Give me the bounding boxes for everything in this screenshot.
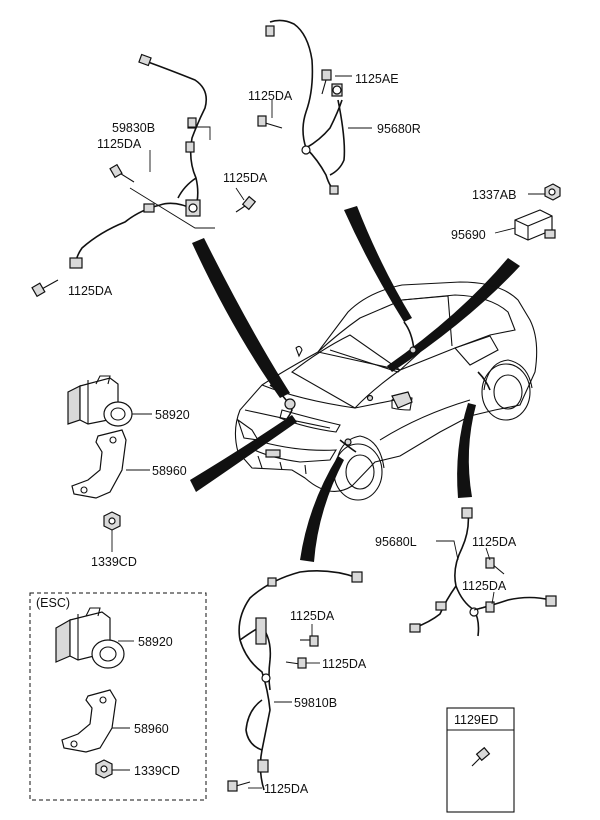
bracket-58960-b [61, 689, 130, 753]
label-1125AE: 1125AE [355, 72, 399, 86]
bolt-1125DA-a [109, 163, 135, 183]
bolt-1125DA-i [227, 780, 251, 792]
yaw-sensor-95690 [494, 183, 561, 241]
harness-59810B [227, 570, 363, 792]
bolt-1125AE [321, 69, 332, 95]
nut-1339CD-a [103, 511, 121, 552]
callout-bands [190, 206, 520, 562]
band-yaw-sensor [387, 258, 520, 372]
bolt-1125DA-e [485, 557, 505, 575]
label-95690: 95690 [451, 228, 486, 242]
part-labels: 59830B 1125DA 1125DA 1125DA 1125DA 1125A… [36, 72, 517, 796]
label-1337AB: 1337AB [472, 188, 516, 202]
label-58960: 58960 [152, 464, 187, 478]
hecu-58920-a [67, 375, 152, 427]
car-illustration [234, 281, 538, 501]
band-hecu [190, 415, 297, 492]
inset-1129ED [446, 707, 515, 813]
label-1125DA: 1125DA [290, 609, 335, 623]
label-1339CD: 1339CD [91, 555, 137, 569]
label-58920: 58920 [155, 408, 190, 422]
band-rear-left-sensor [457, 403, 476, 498]
nut-1337AB [544, 183, 561, 201]
bolt-1125DA-h [300, 635, 319, 647]
label-95680R: 95680R [377, 122, 421, 136]
label-1125DA: 1125DA [223, 171, 268, 185]
label-58960: 58960 [134, 722, 169, 736]
band-front-sensor [192, 238, 290, 398]
esc-box [29, 592, 207, 801]
label-1125DA: 1125DA [322, 657, 367, 671]
label-1125DA: 1125DA [248, 89, 293, 103]
hecu-58920-b [55, 607, 134, 669]
label-59830B: 59830B [112, 121, 155, 135]
label-95680L: 95680L [375, 535, 417, 549]
nut-1339CD-b [95, 759, 130, 779]
bolt-1125DA-c [31, 279, 59, 298]
label-59810B: 59810B [294, 696, 337, 710]
label-1125DA: 1125DA [472, 535, 517, 549]
bracket-58960-a [71, 429, 150, 499]
label-58920: 58920 [138, 635, 173, 649]
label-1125DA: 1125DA [264, 782, 309, 796]
harness-59830B [31, 53, 257, 298]
harness-95680L [409, 507, 557, 637]
bolt-1125DA-b [235, 195, 257, 213]
bolt-1125DA-f [473, 601, 495, 613]
label-1125DA: 1125DA [97, 137, 142, 151]
label-esc: (ESC) [36, 596, 70, 610]
band-rear-right-sensor [344, 206, 412, 322]
label-1125DA: 1125DA [462, 579, 507, 593]
label-1125DA: 1125DA [68, 284, 113, 298]
harness-95680R [257, 19, 372, 195]
label-1339CD: 1339CD [134, 764, 180, 778]
bolt-1125DA-g [285, 657, 307, 669]
label-1129ED: 1129ED [454, 713, 498, 727]
band-front-left-sensor [300, 456, 344, 562]
bolt-1125DA-d [257, 115, 283, 129]
